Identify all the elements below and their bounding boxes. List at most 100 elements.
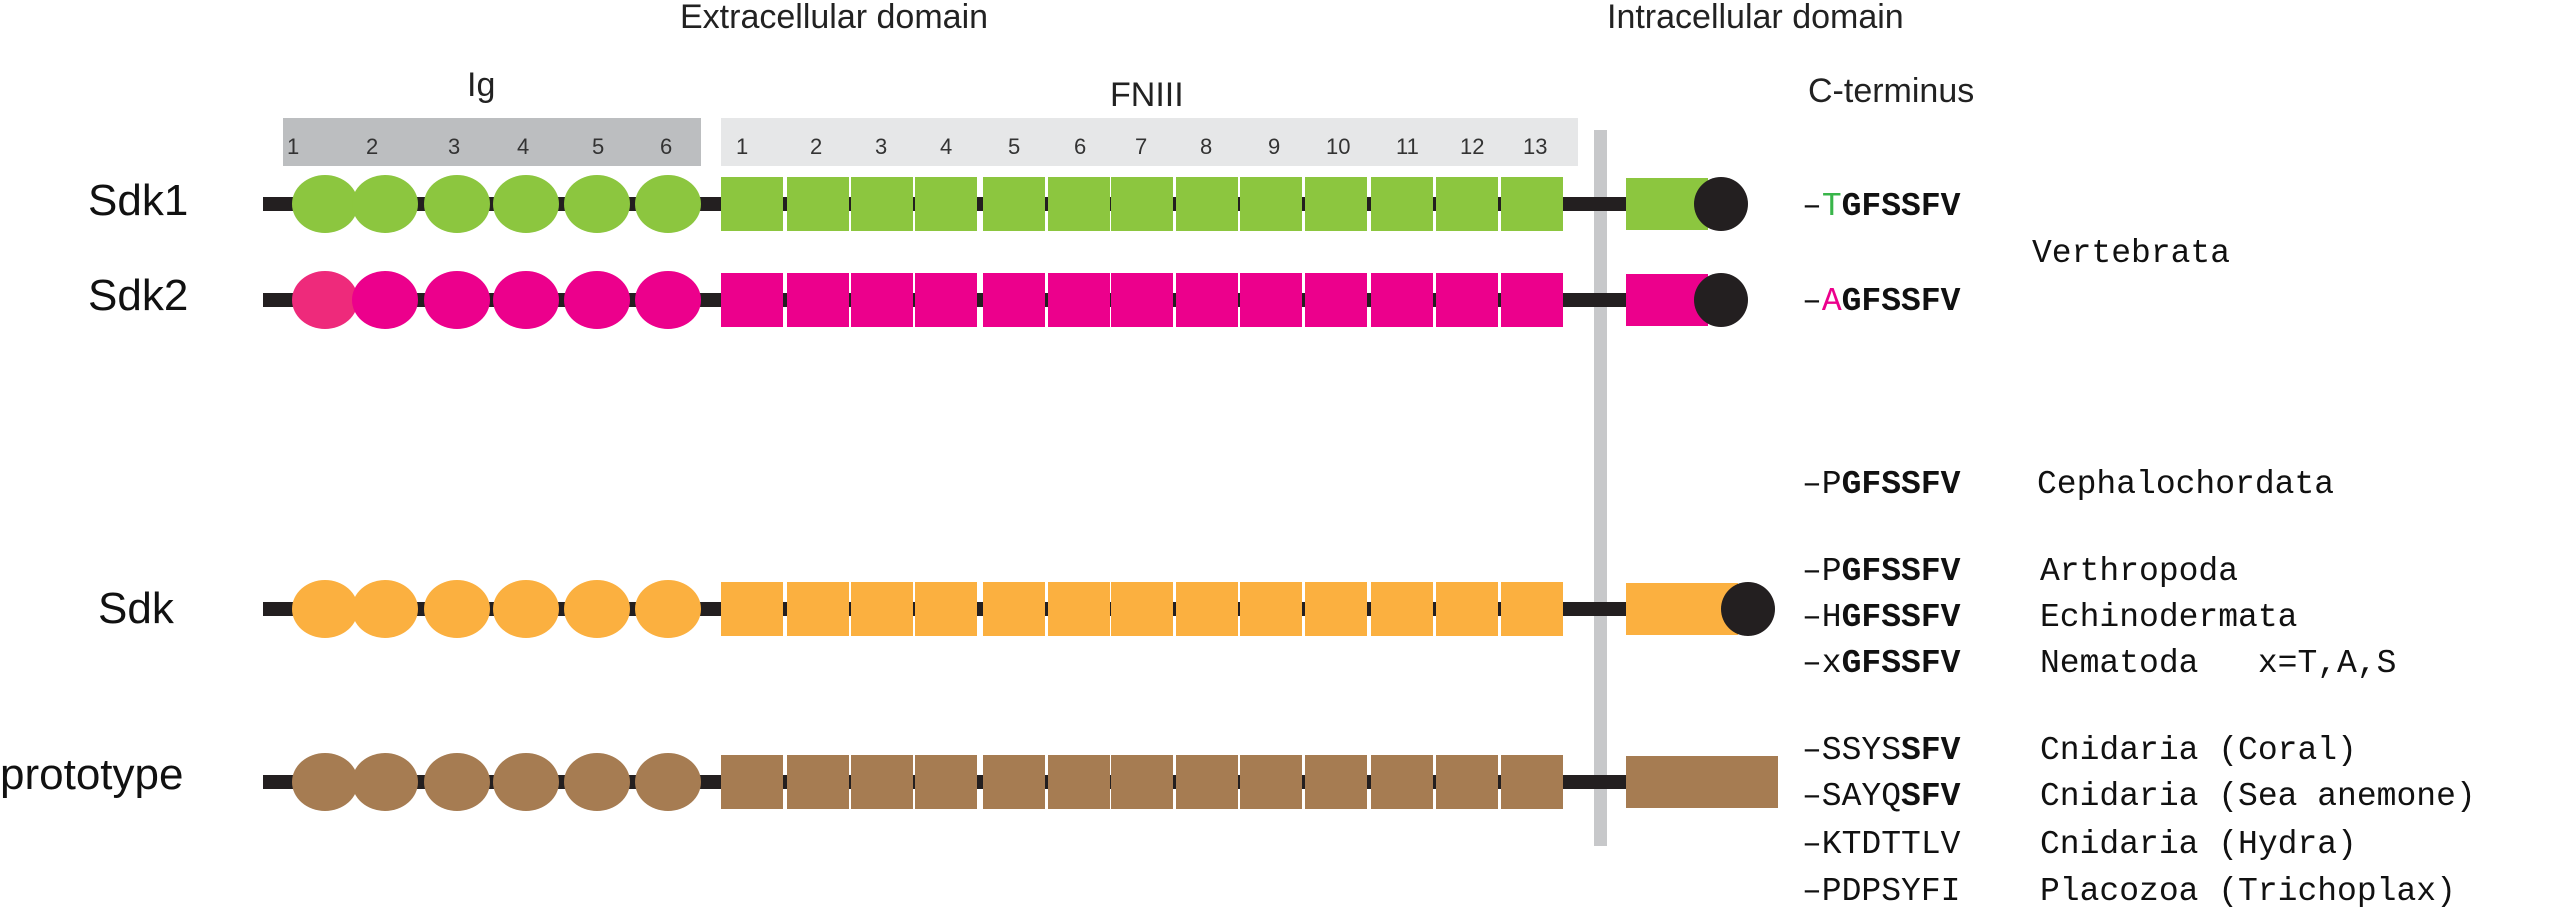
- sequence-row: –xGFSSFV: [1802, 645, 1960, 682]
- sequence-conserved-motif: SFV: [1901, 778, 1961, 815]
- fniii-domain: [1436, 755, 1498, 809]
- sequence-row: –KTDTTLV: [1802, 826, 1960, 863]
- fniii-domain: [1111, 755, 1173, 809]
- sequence-prefix: –SAYQ: [1802, 778, 1902, 815]
- ig-domain: [292, 175, 358, 233]
- ig-header: Ig: [467, 66, 496, 104]
- protein-label-prototype: prototype: [0, 750, 184, 799]
- fniii-domain: [1240, 582, 1302, 636]
- protein-label-sdk1: Sdk1: [88, 176, 189, 225]
- fniii-domain: [1501, 755, 1563, 809]
- sequence-prefix: –: [1802, 283, 1822, 320]
- fniii-domain: [1048, 177, 1110, 231]
- sequence-conserved-motif: GFSSFV: [1841, 645, 1961, 682]
- fniii-domain: [1305, 177, 1367, 231]
- fniii-domain: [1111, 177, 1173, 231]
- sequence-row: –SSYSSFV: [1802, 732, 1960, 769]
- sequence-row: –AGFSSFV: [1802, 283, 1960, 320]
- pdz-binding-terminus: [1694, 177, 1748, 231]
- ig-domain: [635, 580, 701, 638]
- fniii-domain-number: 3: [875, 134, 887, 159]
- fniii-domain: [721, 755, 783, 809]
- sequence-row: –PGFSSFV: [1802, 553, 1960, 590]
- ig-domain: [424, 271, 490, 329]
- taxon-cnidaria-coral: Cnidaria (Coral): [2040, 732, 2357, 769]
- fniii-domain: [1305, 755, 1367, 809]
- fniii-domain: [787, 177, 849, 231]
- sequence-row: –PDPSYFI: [1802, 873, 1960, 910]
- ig-domain-number: 6: [660, 134, 672, 159]
- fniii-domain: [1176, 177, 1238, 231]
- fniii-domain: [1176, 582, 1238, 636]
- fniii-domain: [1048, 582, 1110, 636]
- fniii-domain-number: 6: [1074, 134, 1086, 159]
- fniii-domain-number: 9: [1268, 134, 1280, 159]
- fniii-domain: [1436, 273, 1498, 327]
- ig-domain: [352, 580, 418, 638]
- fniii-domain-number: 8: [1200, 134, 1212, 159]
- taxon-vertebrata: Vertebrata: [2032, 235, 2231, 272]
- sequence-prefix: –x: [1802, 645, 1842, 682]
- fniii-domain: [1048, 273, 1110, 327]
- fniii-domain-number: 4: [940, 134, 952, 159]
- ig-domain-number: 5: [592, 134, 604, 159]
- sequence-prefix: –: [1802, 188, 1822, 225]
- ig-domain: [493, 753, 559, 811]
- intracellular-tail: [1626, 756, 1778, 808]
- fniii-domain: [1305, 273, 1367, 327]
- sequence-conserved-motif: GFSSFV: [1841, 599, 1961, 636]
- fniii-domain: [1501, 177, 1563, 231]
- c-terminus-header: C-terminus: [1808, 72, 1975, 110]
- sequence-prefix: –SSYS: [1802, 732, 1902, 769]
- taxon-arthropoda: Arthropoda: [2040, 553, 2239, 590]
- fniii-domain: [851, 582, 913, 636]
- fniii-domain: [1501, 582, 1563, 636]
- fniii-domain: [983, 177, 1045, 231]
- ig-domain: [352, 753, 418, 811]
- taxon-cnidaria-hydra: Cnidaria (Hydra): [2040, 826, 2357, 863]
- sequence-conserved-motif: GFSSFV: [1841, 188, 1961, 225]
- fniii-domain: [787, 273, 849, 327]
- ig-domain: [352, 175, 418, 233]
- fniii-domain-number: 10: [1326, 134, 1350, 159]
- ig-domain: [564, 753, 630, 811]
- fniii-domain: [915, 582, 977, 636]
- ig-domain: [424, 753, 490, 811]
- fniii-domain: [1111, 582, 1173, 636]
- fniii-domain: [983, 582, 1045, 636]
- sequence-prefix: –PDPSYFI: [1802, 873, 1961, 910]
- fniii-header-band: [721, 118, 1578, 166]
- fniii-domain: [851, 177, 913, 231]
- fniii-domain: [1371, 273, 1433, 327]
- extracellular-domain-header: Extracellular domain: [680, 0, 989, 36]
- sequence-row: –PGFSSFV: [1802, 466, 1960, 503]
- fniii-domain: [787, 582, 849, 636]
- taxon-cephalochordata: Cephalochordata: [2037, 466, 2335, 503]
- fniii-domain-number: 7: [1135, 134, 1147, 159]
- sequence-row: –SAYQSFV: [1802, 778, 1960, 815]
- fniii-domain-number: 1: [736, 134, 748, 159]
- fniii-domain: [787, 755, 849, 809]
- taxon-nematoda: Nematoda x=T,A,S: [2040, 645, 2397, 682]
- ig-domain: [635, 175, 701, 233]
- ig-domain-number: 3: [448, 134, 460, 159]
- fniii-domain: [1240, 755, 1302, 809]
- fniii-domain: [1436, 177, 1498, 231]
- ig-domain: [564, 175, 630, 233]
- ig-domain: [635, 271, 701, 329]
- sequence-prefix: –KTDTTLV: [1802, 826, 1961, 863]
- sequence-prefix: –P: [1802, 553, 1842, 590]
- sequence-row: –HGFSSFV: [1802, 599, 1960, 636]
- fniii-domain: [851, 273, 913, 327]
- sequence-conserved-motif: GFSSFV: [1841, 553, 1961, 590]
- pdz-binding-terminus: [1721, 582, 1775, 636]
- intracellular-domain-header: Intracellular domain: [1607, 0, 1904, 36]
- ig-domain: [292, 753, 358, 811]
- ig-domain-number: 2: [366, 134, 378, 159]
- ig-domain: [424, 580, 490, 638]
- sequence-conserved-motif: SFV: [1901, 732, 1961, 769]
- fniii-domain: [1176, 273, 1238, 327]
- fniii-domain: [1048, 755, 1110, 809]
- sequence-variant-residue: T: [1821, 188, 1842, 225]
- fniii-domain-number: 12: [1460, 134, 1484, 159]
